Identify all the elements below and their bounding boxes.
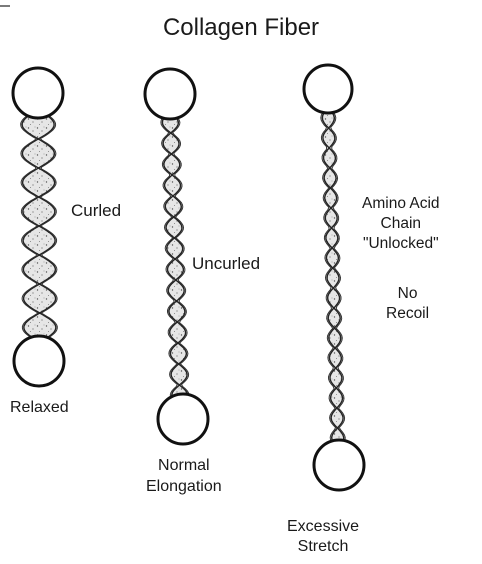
note-line: Chain (362, 214, 440, 234)
note-line: Recoil (386, 304, 429, 324)
caption-line: Stretch (287, 537, 359, 557)
caption-normal-elongation: Normal Elongation (146, 455, 222, 497)
fiber-relaxed-top-anchor (13, 68, 63, 118)
note-amino-acid-chain: Amino Acid Chain "Unlocked" (362, 194, 440, 254)
fiber-normal-bottom-anchor (158, 394, 208, 444)
fiber-relaxed-bottom-anchor (14, 336, 64, 386)
note-line: No (386, 284, 429, 304)
fiber-excessive (304, 65, 364, 490)
fiber-normal-strand (161, 112, 189, 401)
note-no-recoil: No Recoil (386, 284, 429, 324)
note-line: Amino Acid (362, 194, 440, 214)
caption-relaxed: Relaxed (10, 399, 69, 417)
fiber-excessive-bottom-anchor (314, 440, 364, 490)
note-line: "Unlocked" (362, 234, 440, 254)
fiber-excessive-strand (321, 108, 345, 447)
fiber-normal-top-anchor (145, 69, 195, 119)
label-uncurled: Uncurled (192, 254, 260, 274)
diagram-title: Collagen Fiber (0, 14, 482, 42)
caption-line: Elongation (146, 476, 222, 497)
caption-line: Normal (146, 455, 222, 476)
fiber-relaxed-strand (21, 110, 58, 345)
fiber-relaxed (13, 68, 64, 386)
caption-excessive-stretch: Excessive Stretch (287, 517, 359, 557)
fiber-excessive-top-anchor (304, 65, 352, 113)
caption-line: Excessive (287, 517, 359, 537)
label-curled: Curled (71, 201, 121, 221)
